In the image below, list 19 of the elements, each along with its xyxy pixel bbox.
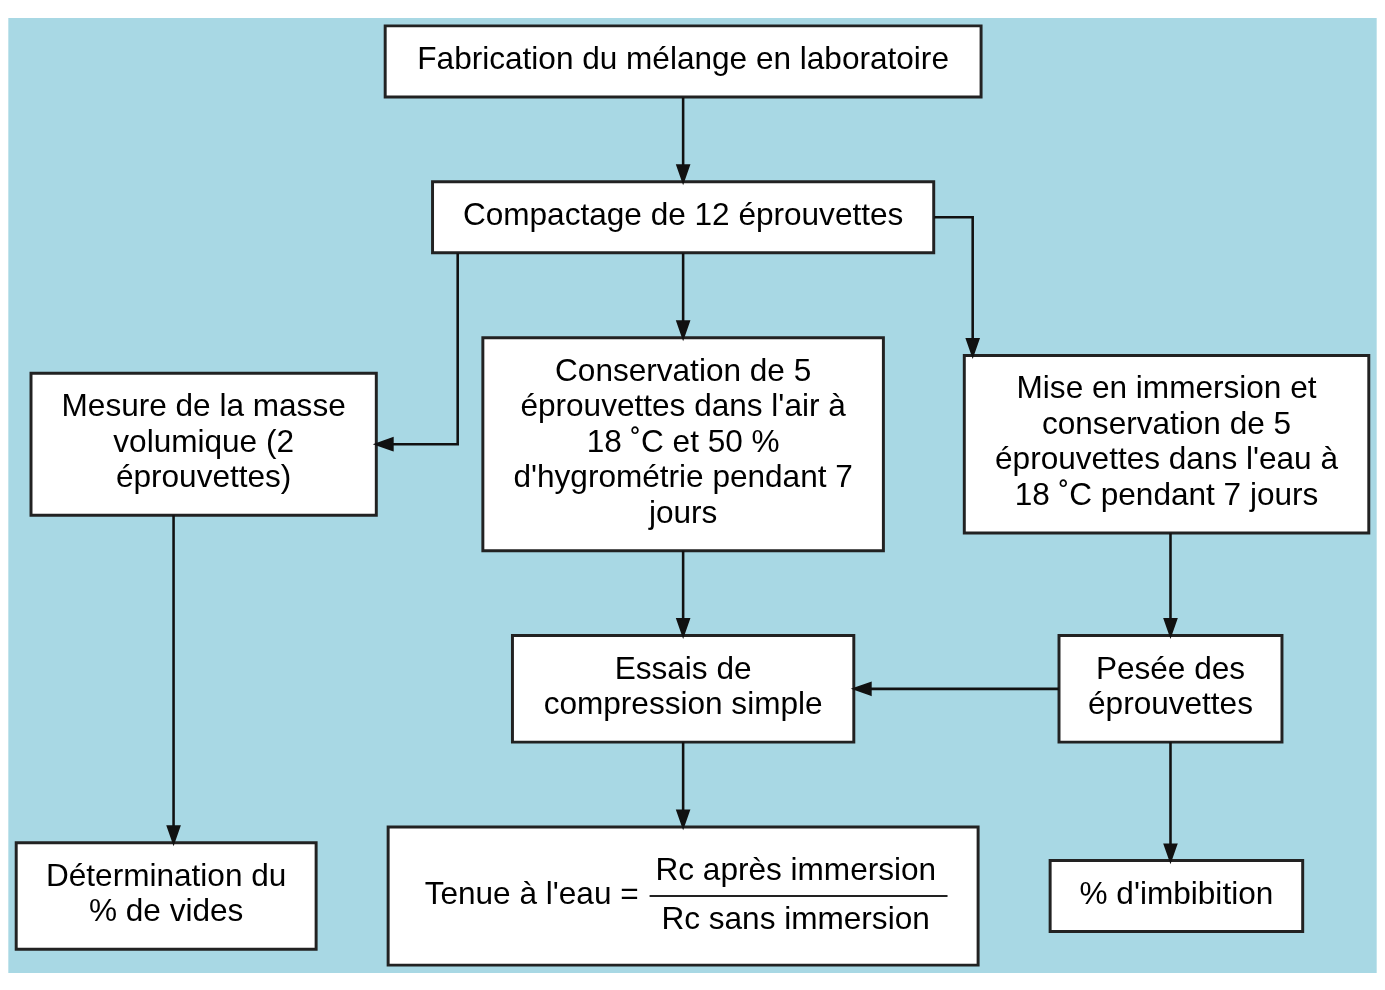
arrow: [1163, 741, 1178, 864]
node-box: Compactage de 12 éprouvettes: [431, 179, 936, 254]
node-box: Mise en immersion et conservation de 5 éprouvettes dans l'eau à 18 ˚C pendant 7 jours: [962, 353, 1371, 534]
arrow: [1163, 532, 1178, 639]
node-box: Détermination du % de vides: [14, 840, 318, 951]
arrow: [675, 741, 691, 830]
node-box: Pesée des éprouvettes: [1057, 633, 1284, 744]
arrow: [850, 681, 1059, 696]
arrow: [166, 514, 181, 846]
node-box: Conservation de 5 éprouvettes dans l'air à 18 ˚C et 50 % d'hygrométrie pendant 7 jours: [481, 335, 885, 552]
node-box: Mesure de la masse volumique (2 éprouvettes): [29, 371, 378, 517]
arrow: [675, 97, 691, 185]
arrow: [934, 215, 981, 359]
arrow: [372, 252, 459, 452]
node-box: Essais de compression simple: [510, 633, 856, 744]
arrow: [675, 252, 691, 341]
node-box: % d'imbibition: [1048, 858, 1305, 933]
node-box: Fabrication du mélange en laboratoire: [383, 23, 983, 98]
arrow: [675, 550, 691, 639]
